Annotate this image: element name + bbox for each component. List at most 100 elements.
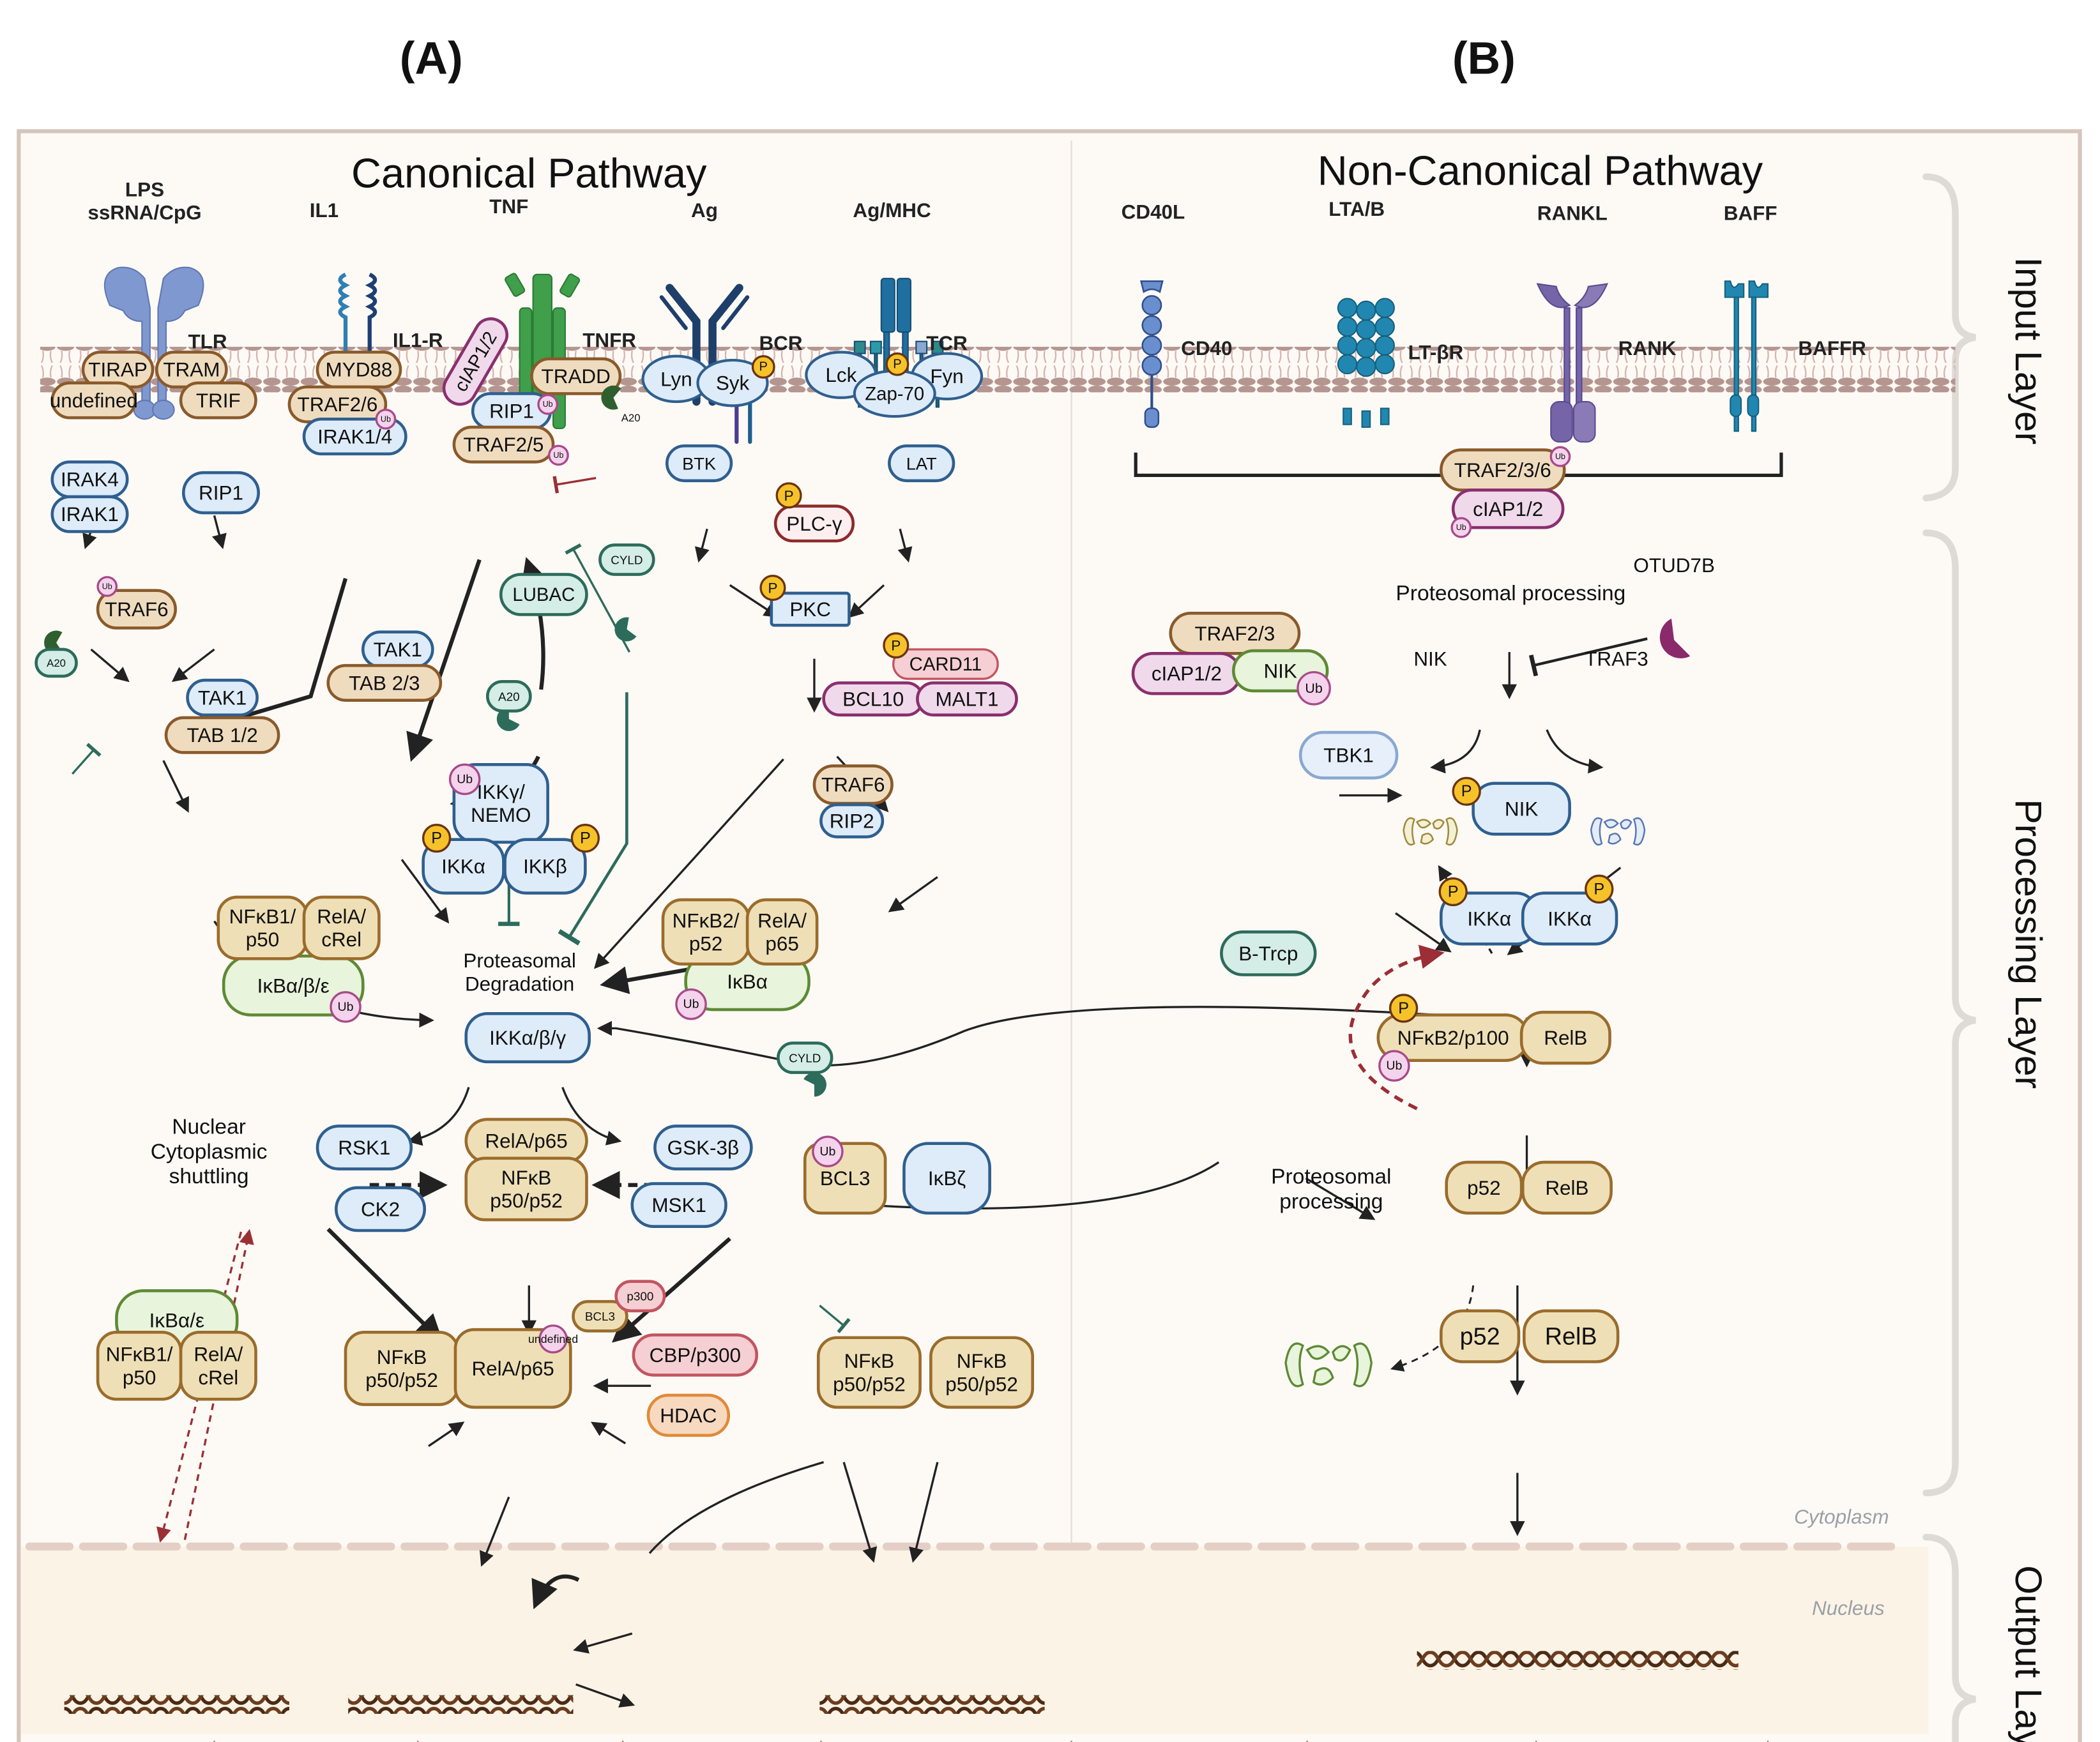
node-tab12: TAB 1/2 [164, 716, 280, 754]
node-ikkb: IKKβ [503, 838, 587, 895]
card11-label: CARD11 [909, 654, 982, 675]
relb-a-label: RelB [1544, 1027, 1587, 1049]
tab12-label: TAB 1/2 [186, 724, 257, 746]
node-traf6-b: TRAF6 [812, 764, 894, 805]
node-card11: CARD11 [892, 648, 999, 680]
lubac-label: LUBAC [512, 584, 575, 605]
fyn-label: Fyn [930, 365, 963, 388]
ubiquitin-icon: Ub [448, 763, 481, 796]
output-layer-label: Output Layer [2007, 1565, 2049, 1742]
proteosomal-processing-label: Proteosomal processing [1396, 581, 1625, 605]
node-trif: TRIF [179, 381, 257, 420]
traf6-b-label: TRAF6 [821, 773, 885, 796]
node-tradd: TRADD [530, 357, 622, 395]
proteasome-p100-icon [1284, 1342, 1373, 1388]
rela-p65-b-label: RelA/p65 [485, 1130, 567, 1152]
p52-a-label: p52 [1467, 1176, 1500, 1199]
phosphorylation-icon: P [1452, 776, 1481, 806]
phosphorylation-icon: P [1438, 877, 1468, 907]
node-pkc: PKC [770, 591, 851, 627]
tlr-receptor-icon [103, 266, 204, 420]
node-nfkb2-p52: NFκB2/p52 [661, 898, 750, 966]
node-irak4: IRAK4 [50, 460, 129, 499]
p52-nuc-label: p52 [1460, 1323, 1500, 1350]
noncanonical-title: Non-Canonical Pathway [1318, 147, 1763, 193]
rip1-b-label: RIP1 [199, 481, 243, 504]
nuc-nfkb1-p50-label: NFκB1/p50 [106, 1343, 173, 1388]
receptor-label: TNFR [582, 329, 636, 351]
traf23-label: TRAF2/3 [1194, 622, 1275, 644]
node-rela-crel: RelA/cRel [302, 895, 381, 960]
node-traf236: TRAF2/3/6 [1439, 448, 1566, 492]
node-btk: BTK [665, 444, 733, 483]
ikk-abg-label: IKKα/β/γ [489, 1027, 566, 1049]
processing-layer-label: Processing Layer [2007, 799, 2049, 1089]
ubiquitin-icon: Ub [548, 444, 569, 466]
cytoplasm-label: Cytoplasm [1794, 1506, 1889, 1528]
node-traf23: TRAF2/3 [1169, 612, 1301, 655]
tak1-a-label: TAK1 [198, 686, 247, 709]
nuc-rela-p65-label: RelA/p65 [471, 1357, 554, 1379]
receptor-label: CD40 [1181, 337, 1232, 360]
node-ciap12-b: cIAP1/2 [1131, 651, 1242, 695]
phospho-label: P [768, 580, 777, 596]
ikb-abe-label: IκBα/β/ε [257, 974, 330, 997]
phosphorylation-icon: P [885, 352, 909, 376]
tab23-label: TAB 2/3 [349, 672, 420, 694]
rela-p65-a-label: RelA/p65 [757, 909, 807, 955]
phospho-label: P [759, 360, 768, 374]
tak1-b-label: TAK1 [374, 638, 422, 660]
node-zap70: Zap-70 [853, 369, 936, 418]
node-nfkb1-p50: NFκB1/p50 [217, 895, 308, 960]
ub-label: Ub [553, 451, 563, 460]
ubiquitin-icon: Ub [1450, 517, 1472, 538]
node-btrcp: B-Trcp [1220, 930, 1317, 976]
node-relb-b: RelB [1521, 1160, 1613, 1215]
nuc-bcl3-label: BCL3 [585, 1310, 615, 1323]
ligand-label: IL1 [310, 199, 339, 222]
node-ck2: CK2 [335, 1186, 427, 1232]
node-ikk-abg: IKKα/β/γ [464, 1012, 591, 1064]
phosphorylation-icon: P [422, 823, 452, 853]
phospho-label: P [1594, 880, 1604, 898]
node-myd88-b: MYD88 [316, 351, 402, 389]
cd40-receptor-icon [1139, 280, 1164, 428]
receptor-label: TCR [926, 331, 968, 354]
ubiquitin-icon: Ub [1549, 446, 1571, 467]
malt1-label: MALT1 [935, 688, 998, 710]
ub-label: Ub [381, 414, 391, 423]
ligand-label: RANKL [1537, 202, 1608, 224]
ubiquitin-icon: Ub [330, 991, 361, 1023]
rela-crel-label: RelA/cRel [317, 905, 366, 951]
traf3-proteasome-label: TRAF3 [1585, 648, 1648, 670]
a20-c-label: A20 [498, 690, 520, 703]
baffr-receptor-icon [1724, 280, 1769, 432]
deubiquitinase-icon [614, 617, 637, 642]
ikka-label: IKKα [441, 855, 485, 877]
tirap-label: TIRAP [88, 358, 148, 381]
node-nuc-hdac: HDAC [646, 1393, 731, 1437]
node-syk: Syk [696, 358, 769, 407]
tram-label: TRAM [163, 358, 220, 381]
trif-label: TRIF [196, 389, 241, 411]
node-msk1: MSK1 [630, 1182, 727, 1229]
nuc-rela-crel-label: RelA/cRel [194, 1343, 243, 1388]
ck2-label: CK2 [361, 1198, 400, 1220]
a20-label: A20 [621, 412, 641, 424]
phosphorylation-icon: P [570, 823, 600, 853]
ikka-2-label: IKKα [1548, 907, 1592, 930]
layer-braces [1922, 173, 1976, 1742]
node-tbk1: TBK1 [1298, 731, 1399, 780]
ikba-label: IκBα [727, 970, 768, 992]
node-ciap12: cIAP1/2 [442, 317, 508, 406]
node-relb-a: RelB [1519, 1010, 1611, 1065]
node-nfkb2-p100: NFκB2/p100 [1376, 1013, 1530, 1063]
cyld-b-label: CYLD [789, 1051, 821, 1064]
a20-b-label: A20 [47, 656, 66, 669]
ub-label: Ub [102, 582, 112, 591]
